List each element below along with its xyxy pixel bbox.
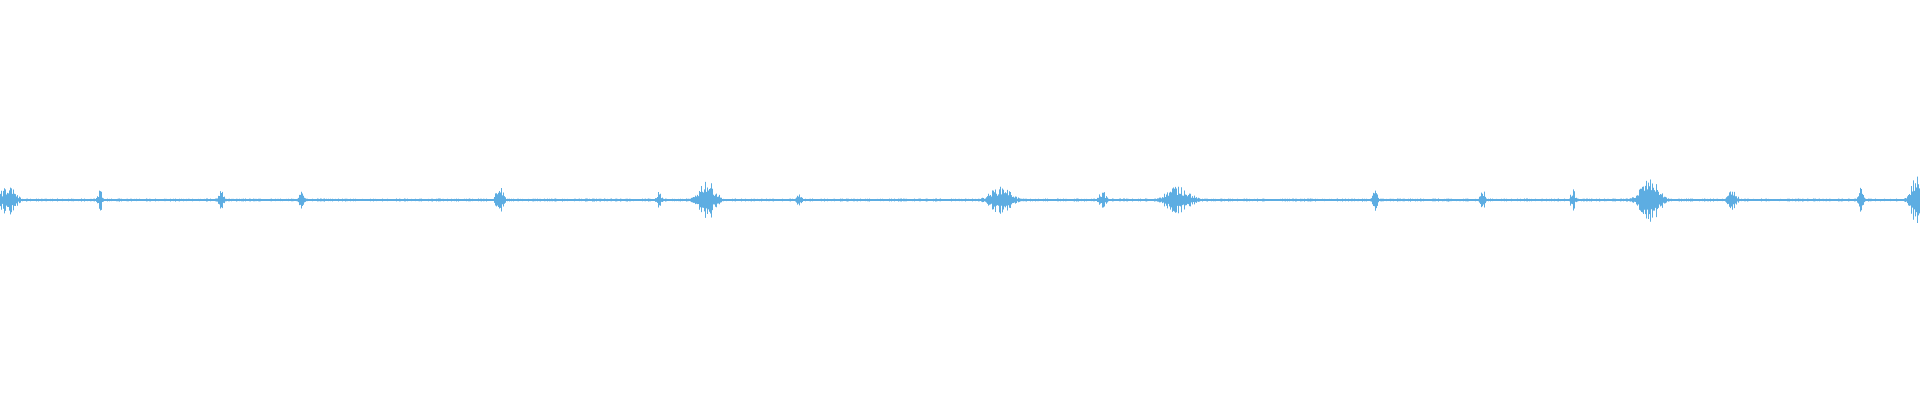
waveform-bars [0, 176, 1920, 223]
